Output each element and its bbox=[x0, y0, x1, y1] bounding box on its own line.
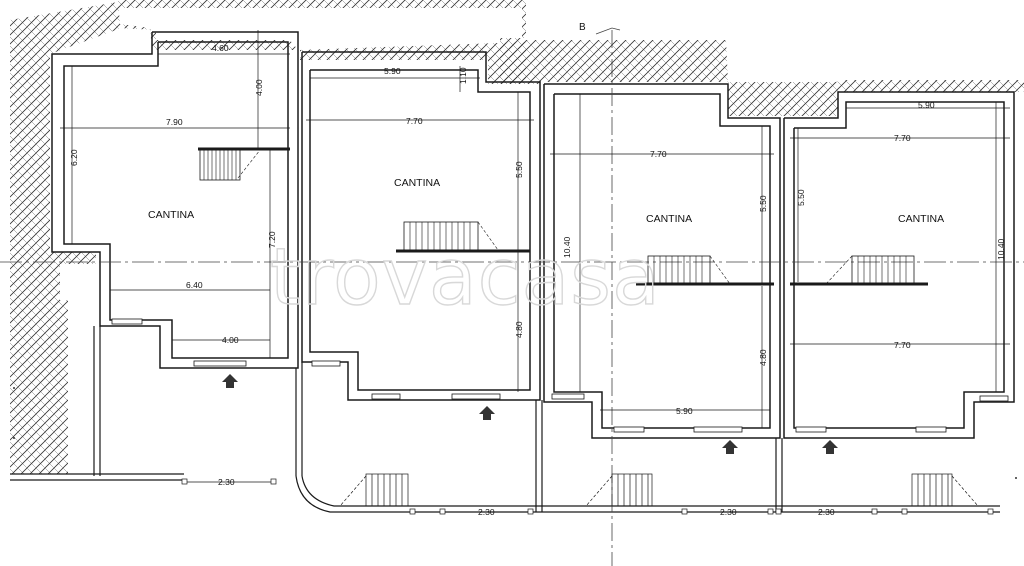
dim-yard-4: 2.30 bbox=[818, 507, 835, 517]
section-marker-label: B bbox=[579, 22, 586, 33]
unit-3-walls bbox=[543, 83, 781, 439]
dim-u4-lower-width: 7.70 bbox=[894, 340, 911, 350]
staircase-4 bbox=[790, 255, 928, 286]
staircase-1 bbox=[198, 147, 290, 181]
staircase-3 bbox=[636, 255, 774, 286]
dim-yard-2: 2.30 bbox=[478, 507, 495, 517]
unit-2-walls bbox=[301, 51, 541, 401]
dim-u1-top-width: 4.60 bbox=[212, 43, 229, 53]
room-label-3: CANTINA bbox=[646, 213, 692, 225]
dim-u2-upper-height: 5.50 bbox=[514, 161, 524, 178]
dim-u4-full-width: 7.70 bbox=[894, 133, 911, 143]
dim-u2-full-width: 7.70 bbox=[406, 116, 423, 126]
dimension-lines bbox=[60, 30, 1010, 513]
dim-u1-full-width: 7.90 bbox=[166, 117, 183, 127]
dim-u2-step: 1.10 bbox=[458, 67, 468, 84]
dim-u3-full-width: 7.70 bbox=[650, 149, 667, 159]
dim-u1-bottom-width: 4.00 bbox=[222, 335, 239, 345]
dim-u2-lower-height: 4.80 bbox=[514, 321, 524, 338]
dim-u1-right-height: 7.20 bbox=[267, 231, 277, 248]
dim-u1-upper-height: 4.00 bbox=[254, 79, 264, 96]
dim-u3-bottom-width: 5.90 bbox=[676, 406, 693, 416]
dim-u3-upper-height: 5.50 bbox=[758, 195, 768, 212]
dim-u1-mid-width: 6.40 bbox=[186, 280, 203, 290]
openings bbox=[111, 318, 1009, 433]
room-label-4: CANTINA bbox=[898, 213, 944, 225]
dim-yard-1: 2.30 bbox=[218, 477, 235, 487]
dim-u2-top-width: 5.90 bbox=[384, 66, 401, 76]
stray-marks bbox=[13, 387, 1017, 479]
staircase-2 bbox=[396, 221, 530, 253]
dim-yard-3: 2.30 bbox=[720, 507, 737, 517]
dim-u1-left-height: 6.20 bbox=[69, 149, 79, 166]
dim-u4-left-height: 5.50 bbox=[796, 189, 806, 206]
unit-4-walls bbox=[783, 91, 1015, 439]
room-labels: CANTINA CANTINA CANTINA CANTINA bbox=[148, 177, 944, 225]
exterior-stairs bbox=[339, 473, 979, 507]
dimension-labels: 4.60 4.00 7.90 6.20 7.20 6.40 4.00 5.90 … bbox=[69, 43, 1006, 517]
dim-u4-right-height: 10.40 bbox=[996, 238, 1006, 260]
dimension-ticks bbox=[181, 478, 994, 515]
room-label-2: CANTINA bbox=[394, 177, 440, 189]
room-label-1: CANTINA bbox=[148, 209, 194, 221]
dim-u3-lower-height: 4.80 bbox=[758, 349, 768, 366]
entry-arrows bbox=[222, 374, 838, 454]
dim-u3-left-height: 10.40 bbox=[562, 236, 572, 258]
watermark: trovacasa bbox=[270, 233, 661, 323]
courtyard-walls bbox=[10, 326, 1000, 513]
dim-u4-top-width: 5.90 bbox=[918, 100, 935, 110]
